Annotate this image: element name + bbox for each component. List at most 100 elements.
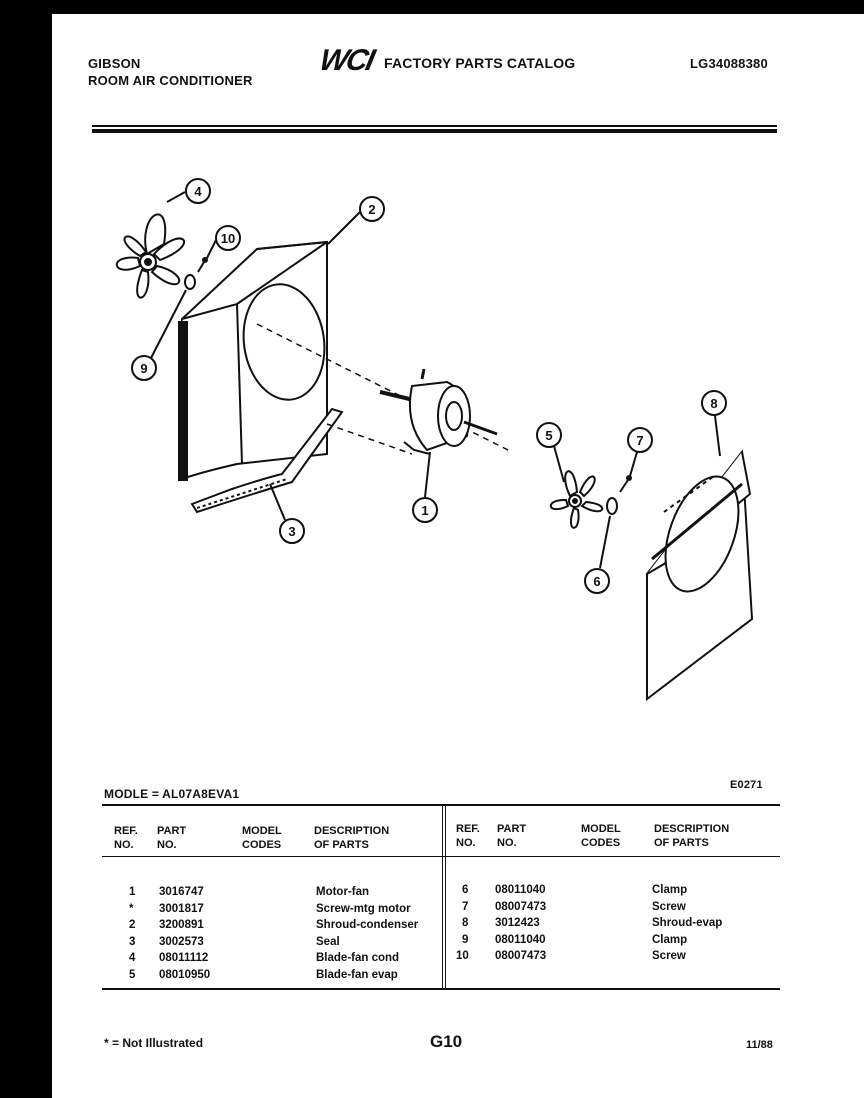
ref-cell: 8	[462, 917, 469, 929]
part-cell: 08010950	[159, 968, 211, 981]
catalog-page: GIBSON ROOM AIR CONDITIONER WCI FACTORY …	[52, 14, 864, 1098]
condenser-fan-blade	[115, 213, 185, 299]
table-row: 8 3012423 Shroud-evap	[446, 915, 780, 932]
seal-strip	[190, 407, 344, 514]
ref-cell: 1	[129, 886, 136, 898]
exploded-parts-diagram: 4 10 2 9 1 3 8 5 7 6	[115, 178, 754, 702]
ref-cell: 4	[129, 952, 136, 964]
part-cell: 08011040	[495, 884, 546, 896]
callout-5: 5	[536, 422, 565, 483]
header-ref-no-right: REF.NO.	[456, 823, 480, 849]
table-row: 6 08011040 Clamp	[446, 882, 780, 899]
header-rule-thick	[92, 129, 777, 133]
part-cell: 08007473	[495, 900, 547, 913]
desc-cell: Blade-fan evap	[316, 968, 398, 981]
desc-cell: Motor-fan	[316, 886, 370, 898]
part-cell: 3200891	[159, 919, 204, 931]
not-illustrated-note: * = Not Illustrated	[104, 1036, 204, 1050]
table-row: 9 08011040 Clamp	[446, 932, 780, 949]
callout-group: 4 10 2 9 1 3 8 5 7 6	[131, 178, 727, 594]
ref-cell: 2	[129, 919, 136, 931]
svg-text:3: 3	[288, 524, 295, 539]
ref-cell: 5	[129, 968, 136, 981]
table-bottom-rule	[102, 988, 780, 990]
svg-text:5: 5	[545, 428, 552, 443]
parts-list-right: 6 08011040 Clamp 7 08007473 Screw 8 3012…	[446, 882, 780, 972]
desc-cell: Screw	[652, 950, 686, 962]
table-header-rule	[102, 856, 780, 857]
condenser-shroud	[178, 240, 328, 481]
desc-cell: Clamp	[652, 884, 688, 896]
part-cell: 3002573	[159, 935, 204, 948]
desc-cell: Clamp	[652, 933, 688, 946]
part-cell: 3001817	[159, 902, 204, 915]
svg-text:7: 7	[636, 433, 643, 448]
ref-cell: 7	[462, 900, 469, 913]
wci-logo: WCI	[316, 44, 376, 77]
svg-text:1: 1	[421, 503, 428, 518]
diagram-code: E0271	[730, 779, 763, 791]
fan-motor	[379, 368, 498, 455]
callout-8: 8	[701, 390, 727, 457]
page-number: G10	[430, 1032, 463, 1051]
ref-cell: *	[129, 902, 134, 915]
table-row: 7 08007473 Screw	[446, 899, 780, 916]
table-divider-1	[442, 805, 443, 988]
table-top-rule	[102, 804, 780, 806]
svg-text:2: 2	[368, 202, 375, 217]
evaporator-fan-blade	[549, 470, 604, 529]
table-row: 4 08011112 Blade-fan cond	[102, 950, 442, 967]
table-row: 10 08007473 Screw	[446, 948, 780, 965]
svg-text:6: 6	[593, 574, 600, 589]
svg-text:9: 9	[140, 361, 147, 376]
ref-cell: 10	[456, 950, 469, 962]
table-row: 5 08010950 Blade-fan evap	[102, 967, 442, 984]
evaporator-shroud	[646, 449, 754, 702]
catalog-number: LG34088380	[690, 56, 768, 71]
ref-cell: 6	[462, 884, 469, 896]
svg-text:8: 8	[710, 396, 717, 411]
table-row: 1 3016747 Motor-fan	[102, 884, 442, 901]
callout-7: 7	[627, 427, 653, 477]
table-divider-2	[445, 805, 446, 988]
desc-cell: Screw	[652, 900, 686, 913]
revision-date: 11/88	[746, 1039, 773, 1051]
clamp-and-screw-left	[184, 257, 208, 290]
part-cell: 08011112	[159, 952, 209, 964]
product-name: ROOM AIR CONDITIONER	[88, 73, 253, 88]
callout-10: 10	[206, 225, 241, 259]
ref-cell: 3	[129, 935, 136, 948]
svg-text:10: 10	[221, 231, 235, 246]
parts-list-left: 1 3016747 Motor-fan * 3001817 Screw-mtg …	[102, 884, 442, 984]
callout-3: 3	[269, 483, 305, 544]
callout-6: 6	[584, 515, 611, 594]
model-number: MODLE = AL07A8EVA1	[104, 787, 240, 801]
svg-text:4: 4	[194, 184, 202, 199]
callout-4: 4	[166, 178, 211, 204]
desc-cell: Screw-mtg motor	[316, 902, 411, 915]
clamp-and-screw-right	[606, 475, 632, 515]
desc-cell: Blade-fan cond	[316, 952, 400, 964]
callout-1: 1	[412, 451, 438, 523]
part-cell: 08011040	[495, 933, 546, 946]
header-rule-thin	[92, 125, 777, 127]
brand-name: GIBSON	[88, 56, 141, 71]
callout-9: 9	[131, 289, 187, 381]
desc-cell: Shroud-evap	[652, 917, 723, 929]
part-cell: 3012423	[495, 917, 540, 929]
catalog-title: FACTORY PARTS CATALOG	[384, 55, 576, 71]
table-row: 2 3200891 Shroud-condenser	[102, 917, 442, 934]
callout-2: 2	[327, 196, 385, 245]
part-cell: 08007473	[495, 950, 547, 962]
ref-cell: 9	[462, 933, 469, 946]
desc-cell: Shroud-condenser	[316, 919, 419, 931]
desc-cell: Seal	[316, 935, 340, 948]
part-cell: 3016747	[159, 886, 204, 898]
table-row: 3 3002573 Seal	[102, 934, 442, 951]
